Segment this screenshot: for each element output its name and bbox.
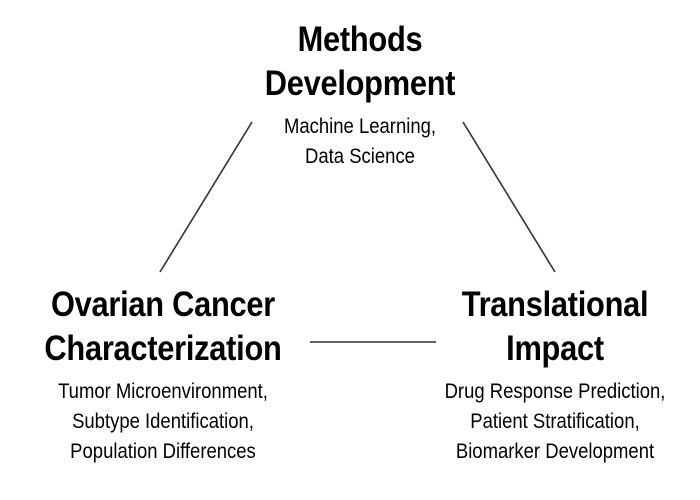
node-title-line: Ovarian Cancer	[50, 285, 275, 324]
node-subtitle-line: Patient Stratification,	[470, 410, 640, 433]
node-title: Ovarian Cancer Characterization	[0, 283, 326, 371]
node-methods-development: Methods Development Machine Learning, Da…	[210, 18, 510, 172]
node-subtitle-line: Biomarker Development	[455, 440, 655, 463]
node-subtitle-line: Machine Learning,	[283, 115, 437, 138]
node-subtitle-line: Drug Response Prediction,	[444, 380, 666, 403]
node-ovarian-cancer-characterization: Ovarian Cancer Characterization Tumor Mi…	[0, 283, 326, 467]
node-title-line: Impact	[506, 329, 604, 368]
connector-top-right	[462, 121, 556, 273]
node-subtitle-line: Population Differences	[70, 440, 256, 463]
node-title-line: Development	[264, 64, 456, 103]
node-title-line: Translational	[461, 285, 649, 324]
node-subtitle: Tumor Microenvironment, Subtype Identifi…	[0, 377, 326, 467]
node-subtitle: Machine Learning, Data Science	[210, 112, 510, 172]
node-title: Translational Impact	[400, 283, 700, 371]
node-subtitle-line: Subtype Identification,	[72, 410, 254, 433]
node-subtitle-line: Tumor Microenvironment,	[58, 380, 268, 403]
connector-top-left	[159, 121, 253, 273]
node-title-line: Methods	[297, 20, 423, 59]
node-title: Methods Development	[210, 18, 510, 106]
node-translational-impact: Translational Impact Drug Response Predi…	[400, 283, 700, 467]
node-title-line: Characterization	[44, 329, 282, 368]
node-subtitle: Drug Response Prediction, Patient Strati…	[400, 377, 700, 467]
node-subtitle-line: Data Science	[305, 145, 415, 168]
